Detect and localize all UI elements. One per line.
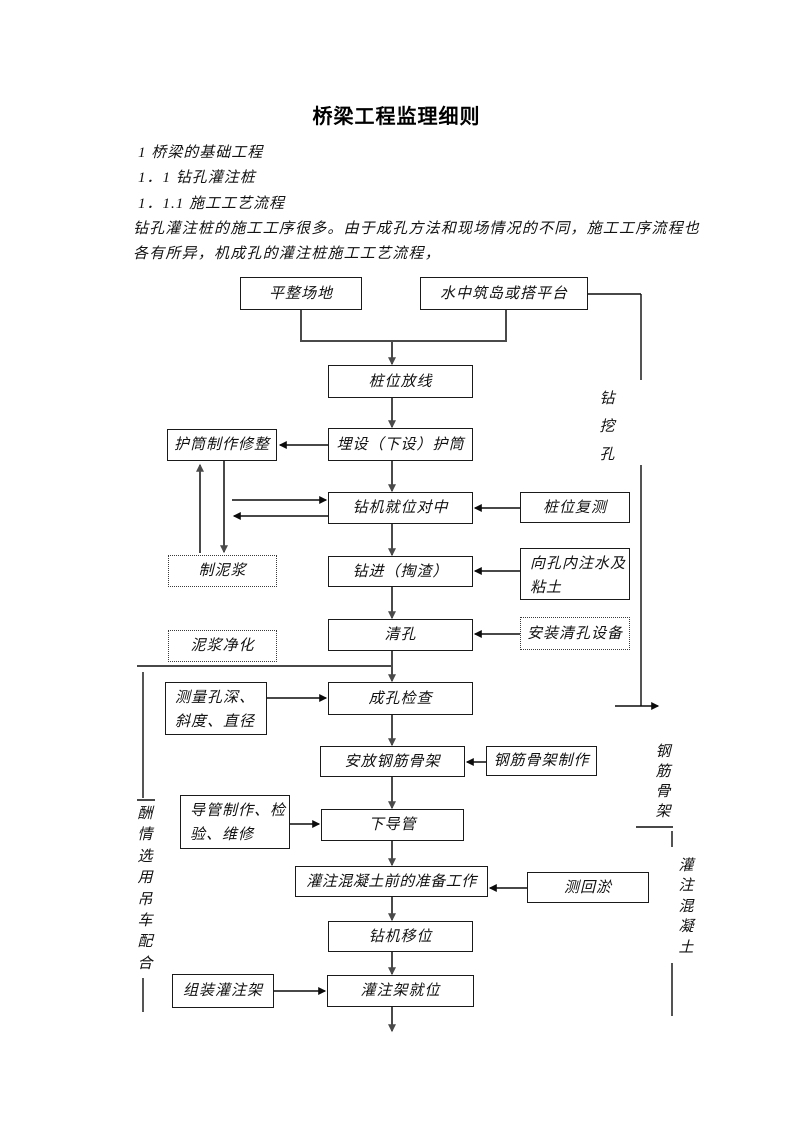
flow-node-measure-sediment: 测回淤: [527, 872, 649, 903]
flow-node-mud-purification: 泥浆净化: [168, 630, 277, 662]
flow-node-measure-depth-slope-diameter: 测量孔深、斜度、直径: [165, 682, 267, 735]
page-title: 桥梁工程监理细则: [312, 106, 481, 128]
paragraph-line-2: 各有所异，机成孔的灌注桩施工工艺流程，: [133, 246, 441, 262]
flow-node-level-site: 平整场地: [240, 277, 362, 310]
flow-node-hole-inspection: 成孔检查: [328, 682, 473, 715]
heading-foundation-works: 1 桥梁的基础工程: [138, 145, 264, 161]
heading-bored-pile: 1．1 钻孔灌注桩: [138, 170, 256, 186]
paragraph-line-1: 钻孔灌注桩的施工工序很多。由于成孔方法和现场情况的不同，施工工序流程也: [133, 221, 701, 237]
flow-node-pile-position-recheck: 桩位复测: [520, 492, 630, 523]
flow-node-drilling-dredging: 钻进（掏渣）: [328, 556, 473, 587]
flow-node-mud-making: 制泥浆: [168, 555, 277, 587]
flow-node-install-cleaning-equipment: 安装清孔设备: [520, 617, 630, 650]
side-label-rebar-cage: 钢筋骨架: [655, 744, 671, 820]
flow-node-install-casing: 埋设（下设）护筒: [328, 428, 473, 461]
flow-node-rebar-cage-fabrication: 钢筋骨架制作: [486, 746, 597, 776]
phase-bracket-lines: [137, 293, 673, 1016]
flow-node-place-rebar-cage: 安放钢筋骨架: [320, 746, 465, 777]
flow-node-pouring-frame-positioning: 灌注架就位: [327, 975, 474, 1007]
flow-node-casing-fabrication: 护筒制作修整: [167, 429, 277, 461]
main-flow-connectors: [196, 310, 507, 1033]
flow-node-pile-position-layout: 桩位放线: [328, 365, 473, 398]
flow-node-assemble-pouring-frame: 组装灌注架: [172, 974, 274, 1008]
flow-node-drill-rig-relocation: 钻机移位: [328, 921, 473, 952]
flow-node-water-island-platform: 水中筑岛或搭平台: [420, 277, 588, 310]
side-label-drill-dig-hole: 钻挖孔: [599, 391, 615, 463]
flow-node-drill-rig-centering: 钻机就位对中: [328, 492, 473, 524]
side-flow-connectors: [232, 441, 527, 995]
flow-node-inject-water-clay: 向孔内注水及粘土: [520, 548, 630, 600]
flow-node-tremie-fabrication-inspection: 导管制作、检验、维修: [180, 795, 290, 849]
flow-node-lower-tremie-pipe: 下导管: [321, 809, 464, 841]
flow-node-hole-cleaning: 清孔: [328, 619, 473, 651]
side-label-pour-concrete: 灌注混凝土: [678, 858, 694, 956]
heading-construction-process: 1．1.1 施工工艺流程: [138, 196, 286, 212]
flow-node-pour-preparation: 灌注混凝土前的准备工作: [295, 866, 488, 897]
side-label-crane-selection: 酬情选用吊车配合: [137, 806, 153, 972]
